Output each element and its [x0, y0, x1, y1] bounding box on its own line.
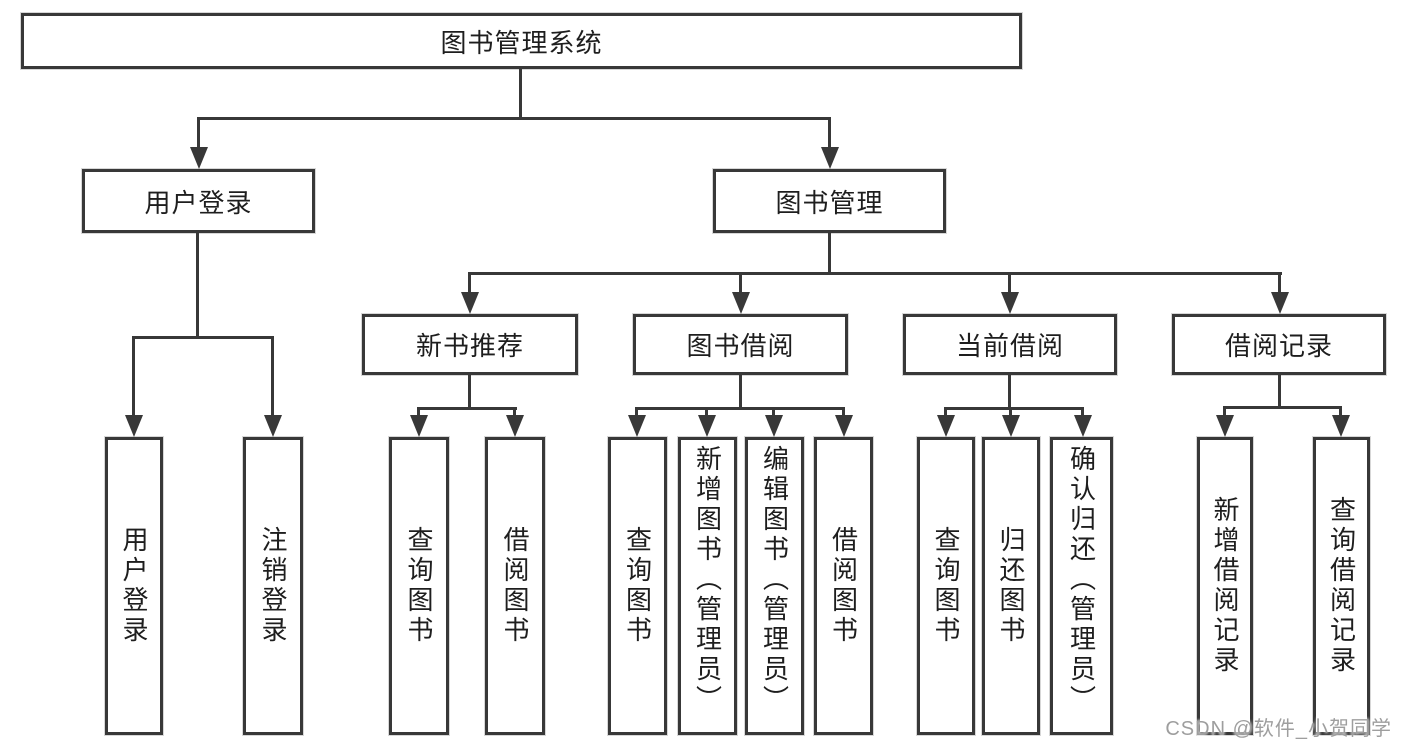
connector-line [828, 233, 831, 275]
connector-line [271, 336, 274, 418]
arrow-down-icon [506, 415, 524, 437]
node-new-book-recommendation: 新书推荐 [362, 314, 578, 375]
arrow-down-icon [1332, 415, 1350, 437]
connector-line [1009, 407, 1012, 419]
leaf-return-books: 归还图书 [982, 437, 1040, 735]
connector-line [635, 407, 845, 410]
arrow-down-icon [410, 415, 428, 437]
connector-line [705, 407, 708, 419]
connector-line [772, 407, 775, 419]
node-current-borrowing-label: 当前借阅 [955, 331, 1064, 361]
node-new-book-recommendation-label: 新书推荐 [415, 331, 524, 361]
connector-line [1223, 406, 1226, 419]
csdn-watermark: CSDN @软件_小贺同学 [1165, 718, 1392, 740]
leaf-query-borrow-record: 查询借阅记录 [1313, 437, 1370, 735]
leaf-label: 新增图书（管理员） [692, 445, 723, 715]
connector-line [739, 272, 742, 296]
leaf-label: 查询图书 [931, 526, 961, 646]
leaf-confirm-return-admin: 确认归还（管理员） [1050, 437, 1113, 735]
leaf-borrow-books: 借阅图书 [814, 437, 873, 735]
connector-line [828, 118, 831, 150]
arrow-down-icon [1074, 415, 1092, 437]
node-borrowing-records: 借阅记录 [1172, 314, 1386, 375]
node-book-management: 图书管理 [713, 169, 946, 233]
node-book-borrowing: 图书借阅 [633, 314, 848, 375]
leaf-add-borrow-record: 新增借阅记录 [1197, 437, 1253, 735]
arrow-down-icon [190, 147, 208, 169]
arrow-down-icon [125, 415, 143, 437]
connector-line [513, 407, 516, 419]
arrow-down-icon [264, 415, 282, 437]
node-root: 图书管理系统 [21, 13, 1022, 69]
node-current-borrowing: 当前借阅 [903, 314, 1117, 375]
leaf-add-books-admin: 新增图书（管理员） [678, 437, 737, 735]
leaf-label: 查询借阅记录 [1326, 496, 1357, 676]
node-user-login: 用户登录 [82, 169, 315, 233]
leaf-borrow-books-recommend: 借阅图书 [485, 437, 545, 735]
arrow-down-icon [628, 415, 646, 437]
connector-line [1081, 407, 1084, 419]
connector-line [468, 375, 471, 410]
arrow-down-icon [835, 415, 853, 437]
connector-line [417, 407, 517, 410]
leaf-edit-books-admin: 编辑图书（管理员） [745, 437, 804, 735]
leaf-user-login: 用户登录 [105, 437, 163, 735]
connector-line [1339, 406, 1342, 419]
connector-line [1278, 272, 1281, 296]
node-borrowing-records-label: 借阅记录 [1224, 331, 1333, 361]
arrow-down-icon [821, 147, 839, 169]
arrow-down-icon [1002, 415, 1020, 437]
arrow-down-icon [1216, 415, 1234, 437]
leaf-label: 借阅图书 [828, 526, 859, 646]
connector-line [842, 407, 845, 419]
leaf-label: 新增借阅记录 [1210, 496, 1240, 676]
connector-line [417, 407, 420, 419]
leaf-label: 查询图书 [622, 526, 653, 646]
arrow-down-icon [937, 415, 955, 437]
arrow-down-icon [1271, 292, 1289, 314]
connector-line [468, 272, 1282, 275]
leaf-label: 确认归还（管理员） [1066, 445, 1097, 715]
connector-line [1278, 375, 1281, 409]
leaf-label: 查询图书 [404, 526, 434, 646]
connector-line [197, 118, 200, 150]
connector-line [1008, 375, 1011, 410]
node-user-login-label: 用户登录 [144, 187, 253, 218]
node-book-borrowing-label: 图书借阅 [686, 331, 795, 361]
connector-line [635, 407, 638, 419]
connector-line [519, 69, 522, 118]
leaf-label: 注销登录 [258, 526, 288, 646]
node-book-management-label: 图书管理 [775, 187, 884, 218]
leaf-label: 归还图书 [996, 526, 1026, 646]
leaf-label: 借阅图书 [500, 526, 530, 646]
connector-line [197, 117, 831, 120]
connector-line [739, 375, 742, 410]
connector-line [1223, 406, 1342, 409]
connector-line [132, 336, 274, 339]
leaf-label: 编辑图书（管理员） [759, 445, 790, 715]
leaf-label: 用户登录 [119, 526, 149, 646]
arrow-down-icon [461, 292, 479, 314]
connector-line [132, 336, 135, 418]
connector-line [944, 407, 947, 419]
arrow-down-icon [1001, 292, 1019, 314]
leaf-query-books-borrowing: 查询图书 [608, 437, 667, 735]
leaf-query-books-recommend: 查询图书 [389, 437, 449, 735]
leaf-query-books-current: 查询图书 [917, 437, 975, 735]
arrow-down-icon [765, 415, 783, 437]
node-root-label: 图书管理系统 [440, 27, 603, 58]
arrow-down-icon [732, 292, 750, 314]
connector-line [196, 233, 199, 339]
connector-line [1008, 272, 1011, 296]
connector-line [944, 407, 1084, 410]
connector-line [468, 272, 471, 296]
leaf-logout: 注销登录 [243, 437, 303, 735]
arrow-down-icon [698, 415, 716, 437]
